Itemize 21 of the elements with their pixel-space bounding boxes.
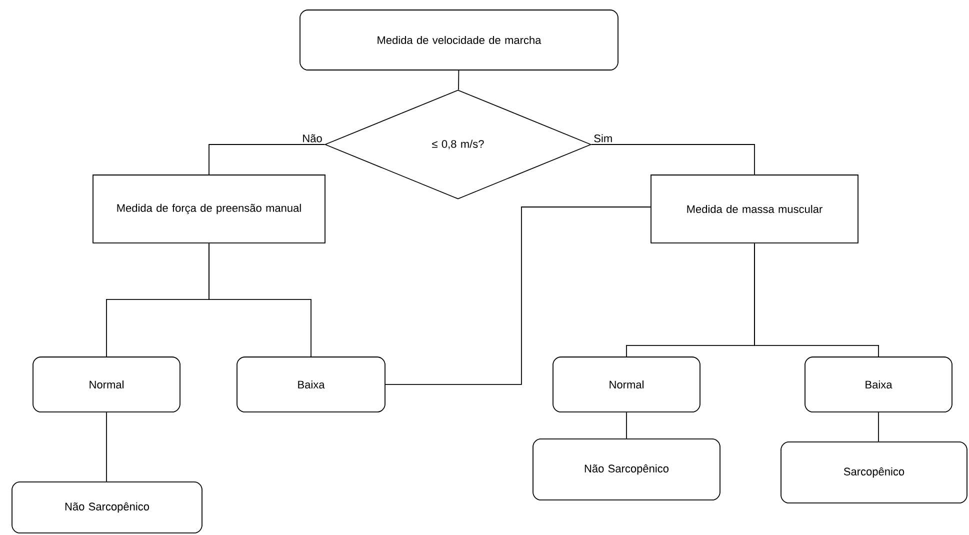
edge-label: Não — [301, 133, 324, 144]
connector-line — [591, 144, 755, 175]
result-box: Baixa — [804, 356, 952, 412]
process-box: Medida de força de preensão manual — [92, 174, 326, 244]
connector-line — [754, 243, 879, 357]
outcome-box: Não Sarcopênico — [532, 438, 720, 500]
outcome-box: Não Sarcopênico — [12, 482, 202, 534]
connector-line — [208, 243, 312, 357]
connector-line — [106, 412, 107, 482]
process-box: Medida de massa muscular — [650, 174, 858, 244]
start-box: Medida de velocidade de marcha — [300, 10, 618, 70]
outcome-box: Sarcopênico — [780, 442, 968, 504]
connector-line — [878, 412, 879, 442]
result-box: Normal — [32, 356, 180, 412]
result-box: Baixa — [236, 356, 386, 412]
connector-line — [458, 70, 460, 90]
result-box: Normal — [552, 356, 700, 412]
connector-line — [385, 206, 651, 385]
connector-line — [208, 144, 325, 175]
edge-label: Sim — [592, 133, 614, 144]
connector-line — [626, 412, 627, 439]
